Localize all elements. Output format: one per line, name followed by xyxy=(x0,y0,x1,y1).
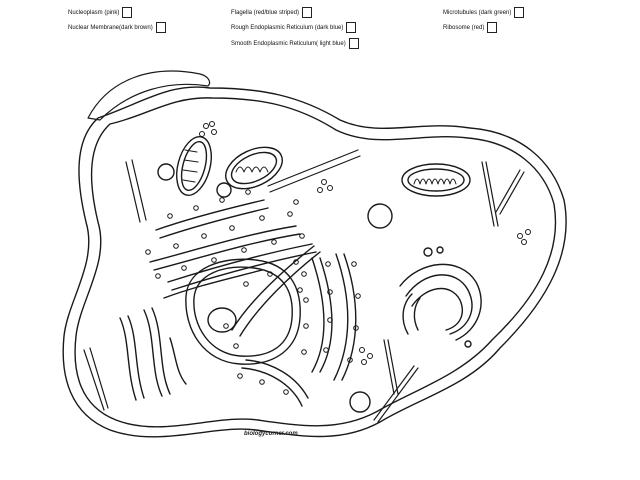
legend-smooth-er: Smooth Endoplasmic Reticulum( light blue… xyxy=(231,38,359,49)
mitochondrion-3[interactable] xyxy=(401,163,471,197)
rough-endoplasmic-reticulum[interactable] xyxy=(149,199,357,407)
smooth-endoplasmic-reticulum[interactable] xyxy=(119,307,187,401)
nucleus[interactable] xyxy=(185,258,301,365)
legend-label: Nuclear Membrane(dark brown) xyxy=(68,25,153,31)
flagellum[interactable] xyxy=(87,70,211,121)
legend-ribosome: Ribosome (red) xyxy=(443,22,498,33)
nuclear-membrane xyxy=(185,258,301,365)
legend-nucleoplasm: Nucleoplasm (pink) xyxy=(68,7,133,18)
free-ribosomes[interactable] xyxy=(199,121,531,365)
legend-nuclear-membrane: Nuclear Membrane(dark brown) xyxy=(68,22,166,33)
legend-microtubules: Microtubules (dark green) xyxy=(443,7,525,18)
er-ribosomes xyxy=(145,189,361,395)
legend-checkbox[interactable] xyxy=(302,7,313,18)
legend-flagella: Flagella (red/blue striped) xyxy=(231,7,313,18)
mitochondrion-1[interactable] xyxy=(171,133,217,199)
legend-label: Smooth Endoplasmic Reticulum( light blue… xyxy=(231,41,346,47)
legend-label: Rough Endoplasmic Reticulum (dark blue) xyxy=(231,25,344,31)
cell-membrane-outer[interactable] xyxy=(62,86,567,438)
cell-membrane-inner xyxy=(74,97,557,428)
legend-checkbox[interactable] xyxy=(348,38,359,49)
legend-label: Flagella (red/blue striped) xyxy=(231,10,300,16)
legend-checkbox[interactable] xyxy=(155,22,166,33)
nucleolus xyxy=(207,307,237,333)
microtubules[interactable] xyxy=(83,149,525,423)
legend-checkbox[interactable] xyxy=(122,7,133,18)
vesicles[interactable] xyxy=(157,163,393,413)
legend-checkbox[interactable] xyxy=(346,22,357,33)
legend-label: Ribosome (red) xyxy=(443,25,485,31)
legend-checkbox[interactable] xyxy=(514,7,525,18)
legend-rough-er: Rough Endoplasmic Reticulum (dark blue) xyxy=(231,22,357,33)
legend-label: Nucleoplasm (pink) xyxy=(68,10,120,16)
legend-label: Microtubules (dark green) xyxy=(443,10,512,16)
legend-checkbox[interactable] xyxy=(487,22,498,33)
nuclear-membrane-inner xyxy=(193,266,293,357)
source-credit: biologycorner.com xyxy=(244,431,298,437)
golgi-apparatus[interactable] xyxy=(399,246,482,348)
mitochondrion-2[interactable] xyxy=(219,139,289,197)
